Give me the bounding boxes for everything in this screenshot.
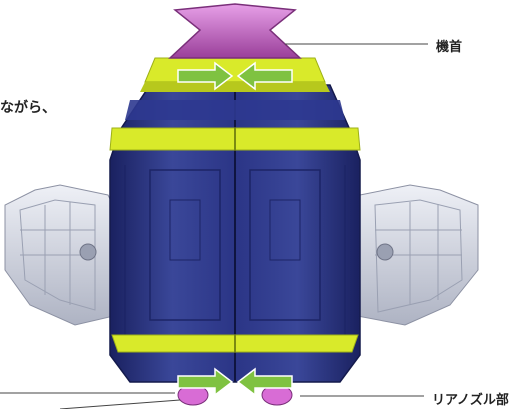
arrow-right-icon bbox=[177, 367, 234, 397]
left-wing bbox=[4, 184, 119, 326]
left-leader-line-2 bbox=[59, 399, 181, 409]
rear-nozzle-label: リアノズル部 bbox=[432, 393, 509, 408]
arrow-left-icon bbox=[236, 61, 293, 91]
nose-cone bbox=[168, 3, 302, 59]
hull bbox=[109, 57, 361, 383]
caption-fragment: ながら、 bbox=[0, 100, 56, 116]
rear-nozzles bbox=[177, 384, 293, 406]
right-wing bbox=[351, 184, 479, 326]
nose-label: 機首 bbox=[436, 40, 463, 55]
arrow-right-icon bbox=[177, 61, 234, 91]
arrow-left-icon bbox=[236, 367, 293, 397]
